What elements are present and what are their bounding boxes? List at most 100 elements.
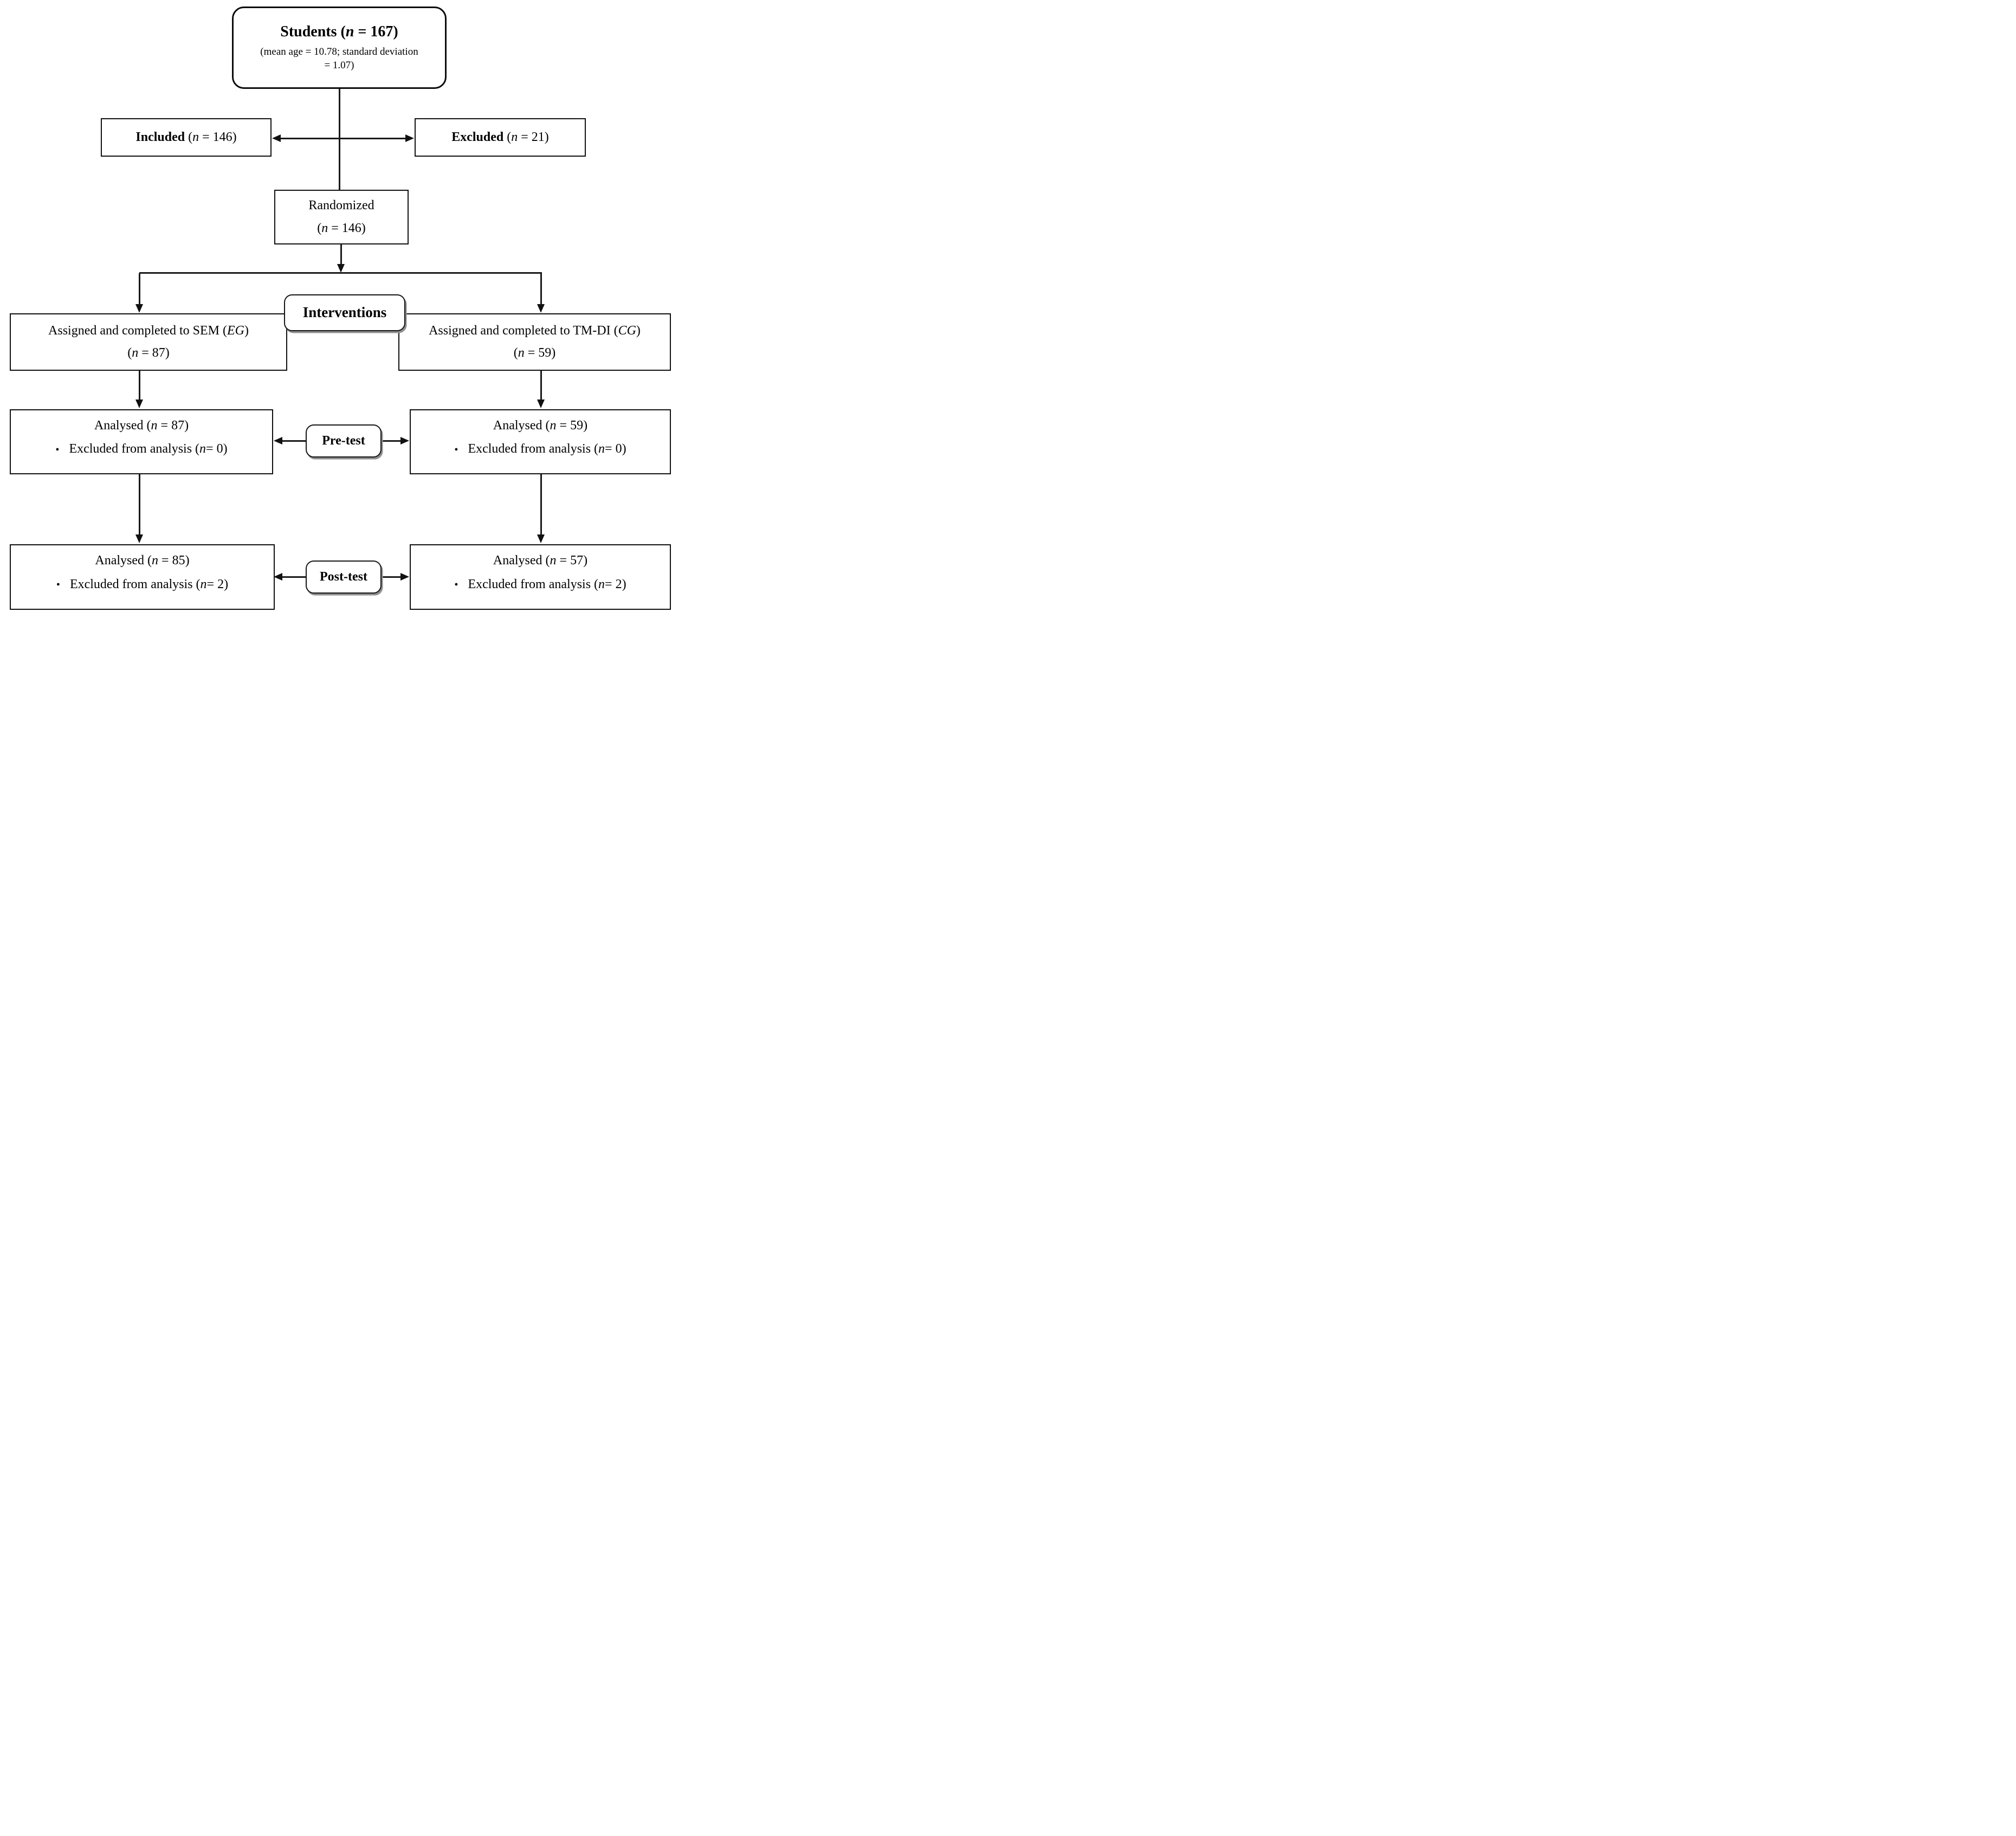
- analysed-posttest-sem-box: Analysed (n = 85) •Excluded from analysi…: [10, 544, 275, 610]
- bullet-icon: •: [56, 579, 60, 591]
- analysed-posttest-tmdi-line1: Analysed (n = 57): [493, 552, 587, 569]
- arrowhead-to-sem-icon: [135, 304, 143, 313]
- connector-pretest-to-posttest-right: [540, 474, 542, 535]
- posttest-label-box: Post-test: [306, 561, 382, 594]
- assigned-tmdi-box: Assigned and completed to TM-DI (CG) (n …: [398, 313, 671, 371]
- connector-tmdi-to-pretest: [540, 371, 542, 400]
- n-symbol: n: [199, 442, 206, 456]
- excluded-analysis-count: = 0): [605, 442, 626, 456]
- excluded-count: = 21): [518, 130, 549, 144]
- analysed-pretest-sem-line2: • Excluded from analysis (n = 0): [55, 441, 227, 458]
- connector-posttest-right: [382, 576, 402, 578]
- analysed-text: Analysed (: [493, 418, 550, 433]
- posttest-label: Post-test: [320, 569, 367, 584]
- excluded-analysis-text: Excluded from analysis (: [468, 442, 599, 456]
- arrowhead-posttest-right-down-icon: [537, 534, 545, 543]
- excluded-analysis-count: = 2): [206, 577, 229, 591]
- n-symbol: n: [151, 418, 158, 433]
- arrowhead-pretest-right-icon: [400, 437, 409, 444]
- assigned-sem-box: Assigned and completed to SEM (EG) (n = …: [10, 313, 287, 371]
- randomized-count: = 146): [328, 221, 366, 235]
- connector-students-to-randomized: [339, 89, 340, 190]
- arrowhead-randomized-split-icon: [337, 264, 345, 273]
- connector-included-excluded: [279, 138, 406, 139]
- bullet-icon: •: [454, 579, 458, 591]
- n-symbol: n: [598, 442, 605, 456]
- arrowhead-pretest-left-icon: [274, 437, 282, 444]
- analysed-posttest-tmdi-line2: •Excluded from analysis (n = 2): [454, 576, 626, 593]
- assigned-tmdi-count-line: (n = 59): [514, 345, 556, 362]
- pretest-label-box: Pre-test: [306, 424, 382, 458]
- arrowhead-to-tmdi-icon: [537, 304, 545, 313]
- connector-split-to-tmdi: [540, 273, 542, 305]
- bullet-icon: •: [55, 443, 60, 456]
- analysed-pretest-sem-line1: Analysed (n = 87): [94, 417, 189, 434]
- students-box: Students (n = 167) (mean age = 10.78; st…: [232, 7, 447, 89]
- connector-pretest-to-posttest-left: [139, 474, 140, 535]
- analysed-pretest-tmdi-line2: • Excluded from analysis (n = 0): [454, 441, 626, 458]
- arrowhead-to-excluded-icon: [405, 134, 414, 142]
- assigned-tmdi-count: = 59): [524, 346, 556, 360]
- included-label: Included (n = 146): [135, 129, 236, 146]
- assigned-tmdi-close-paren: ): [636, 323, 641, 338]
- randomized-count-line: (n = 146): [317, 220, 366, 237]
- excluded-paren: (: [503, 130, 512, 144]
- excluded-box: Excluded (n = 21): [415, 118, 586, 157]
- assigned-sem-group-symbol: EG: [227, 323, 244, 338]
- excluded-n-symbol: n: [511, 130, 518, 144]
- assigned-sem-n-symbol: n: [132, 346, 139, 360]
- analysed-posttest-tmdi-box: Analysed (n = 57) • Excluded from analysi…: [410, 544, 671, 610]
- excluded-analysis-text: Excluded from analysis (: [69, 442, 200, 456]
- excluded-analysis-count: = 0): [206, 442, 228, 456]
- arrowhead-tmdi-pretest-icon: [537, 400, 545, 408]
- assigned-sem-count: = 87): [138, 346, 170, 360]
- pretest-label: Pre-test: [322, 433, 365, 448]
- analysed-pretest-tmdi-box: Analysed (n = 59) •Excluded from analysi…: [410, 409, 671, 474]
- connector-sem-to-pretest: [139, 371, 140, 400]
- analysed-posttest-sem-line2: •Excluded from analysis (n = 2): [56, 576, 228, 593]
- connector-randomized-to-split: [340, 244, 342, 266]
- split-line: [139, 272, 542, 274]
- analysed-posttest-sem-line1: Analysed (n = 85): [95, 552, 189, 569]
- included-paren: (: [185, 130, 193, 144]
- assigned-sem-text: Assigned and completed to SEM (: [48, 323, 227, 338]
- randomized-n-symbol: n: [321, 221, 328, 235]
- consort-flow-diagram: Students (n = 167) (mean age = 10.78; st…: [0, 0, 672, 612]
- analysed-count: = 57): [556, 553, 588, 568]
- bullet-icon: •: [454, 443, 458, 456]
- analysed-count: = 59): [556, 418, 588, 433]
- included-n-symbol: n: [192, 130, 199, 144]
- included-box: Included (n = 146): [101, 118, 272, 157]
- students-title: Students (n = 167): [280, 23, 398, 41]
- randomized-label: Randomized: [308, 198, 374, 213]
- arrowhead-posttest-left-down-icon: [135, 534, 143, 543]
- students-subtitle: (mean age = 10.78; standard deviation = …: [260, 46, 418, 72]
- excluded-label-text: Excluded: [451, 130, 504, 144]
- excluded-analysis-text: Excluded from analysis (: [468, 577, 599, 591]
- assigned-tmdi-line1: Assigned and completed to TM-DI (CG): [429, 323, 641, 339]
- assigned-sem-line1: Assigned and completed to SEM (EG): [48, 323, 249, 339]
- assigned-sem-close-paren: ): [244, 323, 249, 338]
- analysed-count: = 87): [157, 418, 189, 433]
- n-symbol: n: [152, 553, 159, 568]
- assigned-tmdi-paren: (: [513, 346, 518, 360]
- analysed-pretest-tmdi-line1: Analysed (n = 59): [493, 417, 587, 434]
- analysed-pretest-sem-box: Analysed (n = 87) • Excluded from analysi…: [10, 409, 273, 474]
- students-title-count: = 167): [354, 23, 398, 41]
- students-title-text: Students (: [280, 23, 346, 41]
- n-symbol: n: [550, 553, 557, 568]
- interventions-label: Interventions: [302, 304, 387, 321]
- excluded-label: Excluded (n = 21): [451, 129, 549, 146]
- analysed-count: = 85): [158, 553, 190, 568]
- connector-split-to-sem: [139, 273, 140, 305]
- students-n-symbol: n: [345, 23, 354, 41]
- assigned-tmdi-n-symbol: n: [518, 346, 525, 360]
- interventions-label-box: Interventions: [284, 294, 405, 331]
- assigned-tmdi-text: Assigned and completed to TM-DI (: [429, 323, 618, 338]
- randomized-box: Randomized (n = 146): [274, 190, 409, 244]
- analysed-text: Analysed (: [493, 553, 550, 568]
- connector-posttest-left: [280, 576, 306, 578]
- assigned-sem-paren: (: [127, 346, 132, 360]
- arrowhead-posttest-right-icon: [400, 573, 409, 581]
- n-symbol: n: [200, 577, 207, 591]
